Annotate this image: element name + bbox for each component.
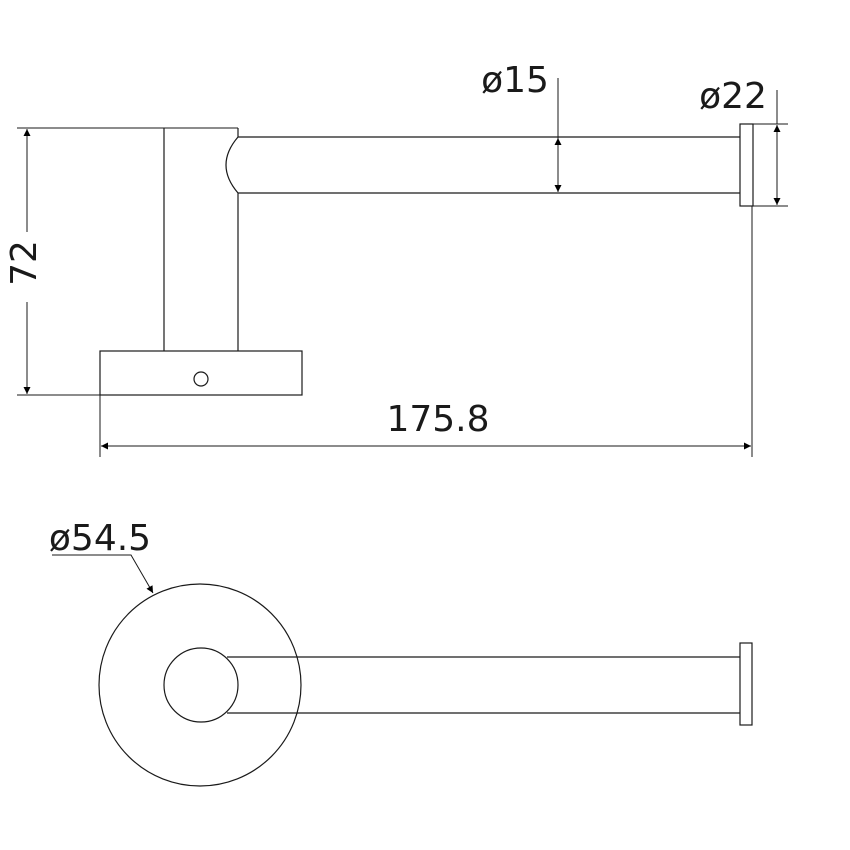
front-view: ø54.5 <box>49 518 753 787</box>
height-dim-label: 72 <box>4 240 45 286</box>
base-plate-outline <box>98 583 302 787</box>
side-view: 72 175.8 ø15 ø22 <box>4 60 788 457</box>
bar-diameter-dim-label: ø15 <box>481 60 549 101</box>
base-diameter-leader <box>52 554 154 594</box>
end-cap <box>739 642 753 726</box>
base-plate <box>99 350 303 396</box>
post-right-edge <box>225 128 239 351</box>
screw-hole <box>193 371 209 387</box>
base-diameter-dim-label: ø54.5 <box>49 518 151 559</box>
cap-diameter-dim-label: ø22 <box>699 76 767 117</box>
end-cap <box>739 123 754 207</box>
post-outline <box>163 647 239 723</box>
length-dim-label: 175.8 <box>386 399 489 440</box>
